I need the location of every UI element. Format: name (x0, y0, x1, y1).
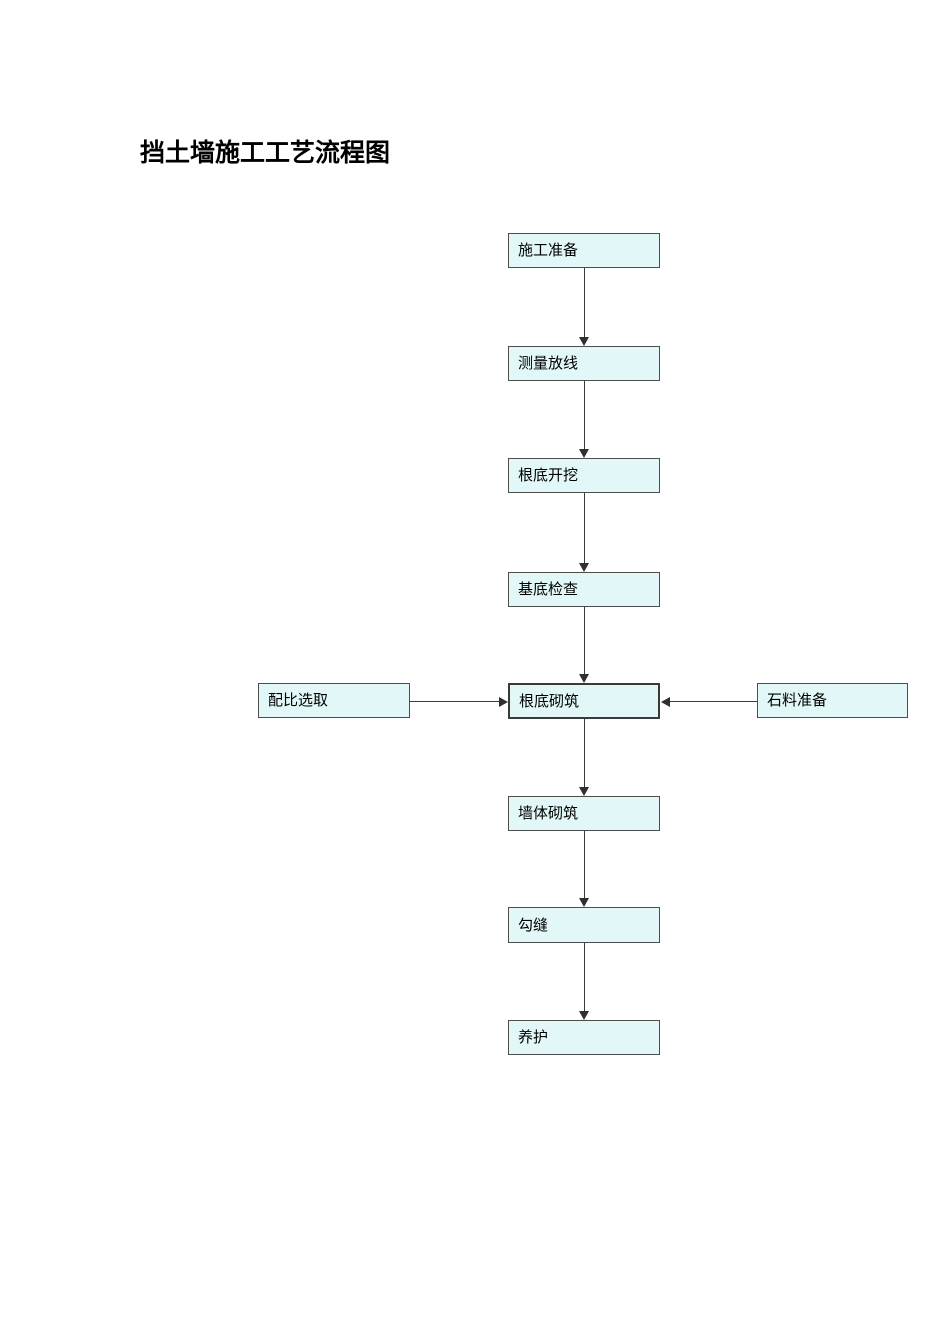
flow-node-base-inspection[interactable]: 基底检查 (508, 572, 660, 607)
arrow-down-icon (579, 674, 589, 683)
connector-wall-masonry-to-jointing (584, 831, 585, 898)
flow-node-label: 配比选取 (268, 691, 329, 709)
connector-excavation-to-base-inspection (584, 493, 585, 563)
connector-foundation-masonry-to-wall-masonry (584, 719, 585, 787)
arrow-down-icon (579, 563, 589, 572)
flow-node-foundation-excavation[interactable]: 根底开挖 (508, 458, 660, 493)
flow-node-label: 养护 (518, 1028, 549, 1046)
connector-mix-ratio-to-foundation-masonry (410, 701, 499, 702)
flow-node-label: 基底检查 (518, 580, 579, 598)
connector-survey-to-excavation (584, 381, 585, 449)
connector-jointing-to-curing (584, 943, 585, 1011)
flow-node-label: 石料准备 (767, 691, 828, 709)
arrow-down-icon (579, 449, 589, 458)
flow-node-foundation-masonry[interactable]: 根底砌筑 (508, 683, 660, 719)
flow-node-mix-ratio-selection[interactable]: 配比选取 (258, 683, 410, 718)
flow-node-curing[interactable]: 养护 (508, 1020, 660, 1055)
flow-node-wall-masonry[interactable]: 墙体砌筑 (508, 796, 660, 831)
arrow-down-icon (579, 337, 589, 346)
connector-prep-to-survey (584, 268, 585, 337)
flow-node-label: 施工准备 (518, 241, 579, 259)
arrow-down-icon (579, 898, 589, 907)
flow-node-label: 勾缝 (518, 915, 549, 934)
flow-node-construction-preparation[interactable]: 施工准备 (508, 233, 660, 268)
connector-stone-material-to-foundation-masonry (670, 701, 757, 702)
flow-node-label: 测量放线 (518, 354, 579, 372)
flow-node-label: 墙体砌筑 (518, 804, 579, 822)
page-title: 挡土墙施工工艺流程图 (140, 138, 391, 167)
flow-node-stone-material-preparation[interactable]: 石料准备 (757, 683, 908, 718)
arrow-left-icon (661, 697, 670, 707)
arrow-down-icon (579, 1011, 589, 1020)
arrow-right-icon (499, 697, 508, 707)
flow-node-label: 根底砌筑 (519, 691, 580, 710)
arrow-down-icon (579, 787, 589, 796)
flow-node-label: 根底开挖 (518, 466, 579, 484)
flow-node-jointing[interactable]: 勾缝 (508, 907, 660, 943)
connector-base-inspection-to-foundation-masonry (584, 607, 585, 674)
flow-node-survey-setting-out[interactable]: 测量放线 (508, 346, 660, 381)
